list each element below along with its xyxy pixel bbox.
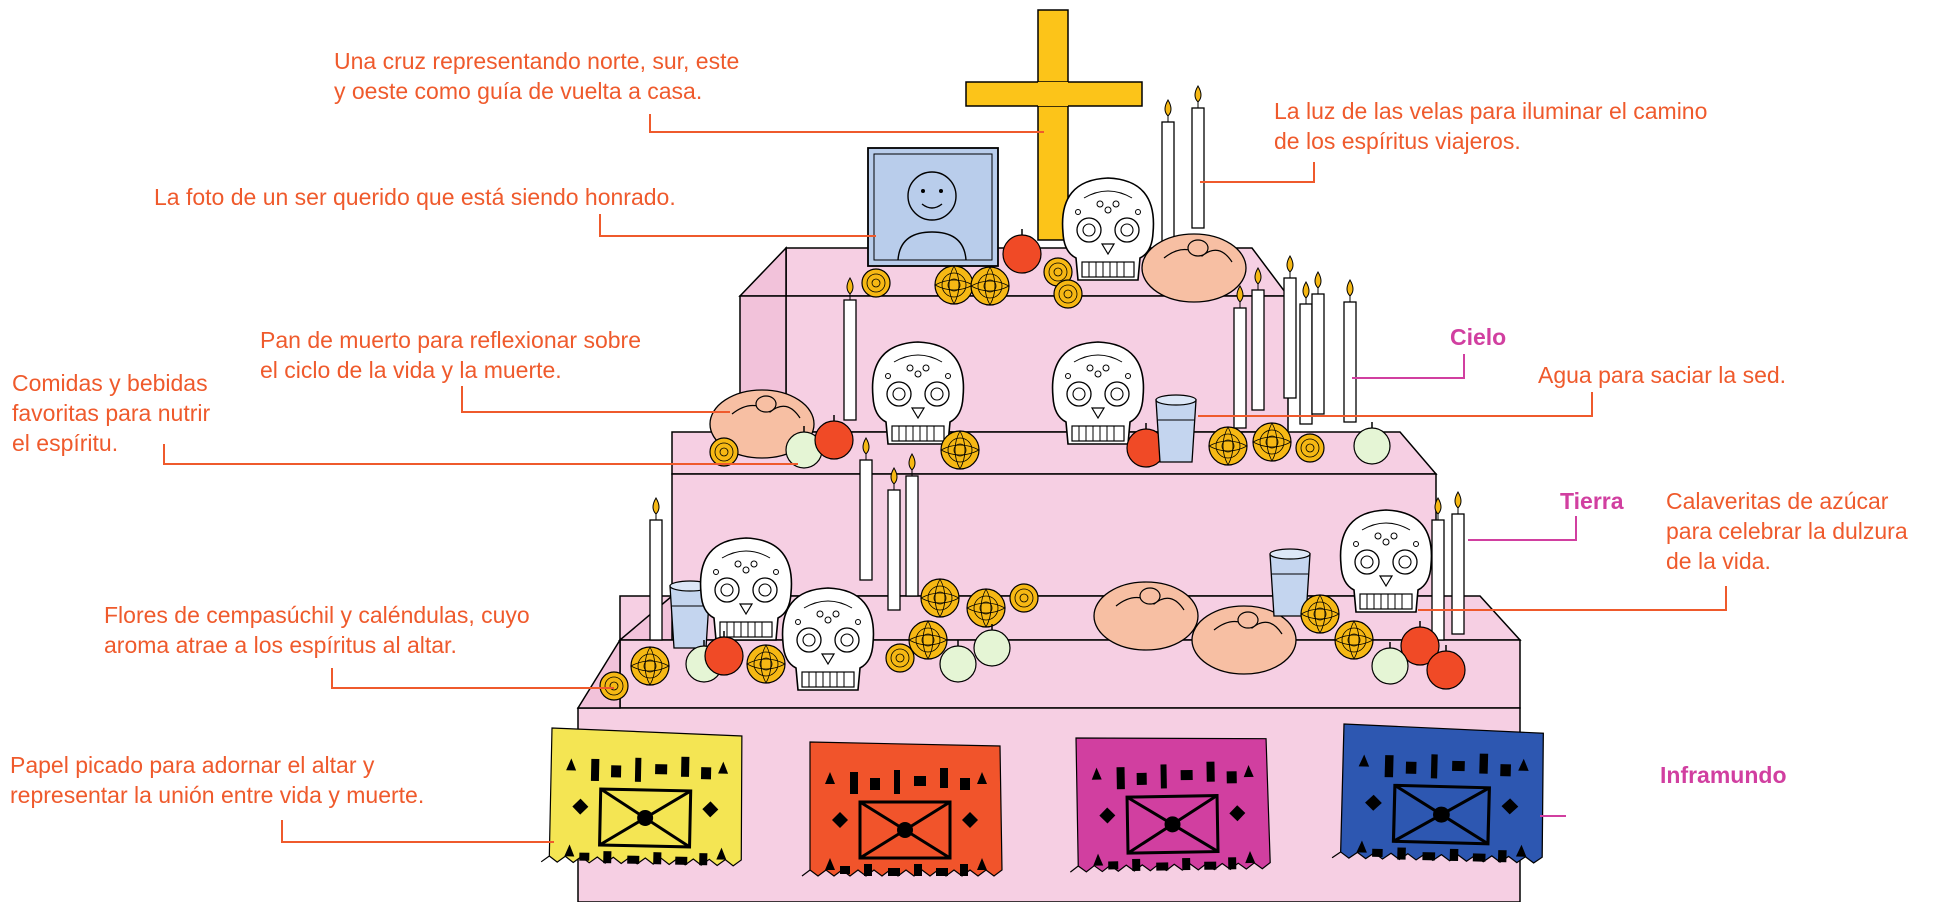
label-papel-line-2: representar la unión entre vida y muerte… [10,782,425,808]
label-flowers-line-1: Flores de cempasúchil y caléndulas, cuyo [104,602,530,628]
label-cross-line-1: Una cruz representando norte, sur, este [334,48,740,74]
label-candles: La luz de las velas para iluminar el cam… [1274,96,1707,156]
leader-lines [163,114,1727,843]
label-skulls: Calaveritas de azúcar para celebrar la d… [1666,486,1908,576]
label-bread: Pan de muerto para reflexionar sobre el … [260,325,641,385]
label-food-line-2: favoritas para nutrir [12,400,211,426]
label-food: Comidas y bebidas favoritas para nutrir … [12,368,210,458]
label-photo-line-1: La foto de un ser querido que está siend… [154,184,676,210]
cross [965,9,1143,241]
label-candles-line-1: La luz de las velas para iluminar el cam… [1274,98,1708,124]
label-water: Agua para saciar la sed. [1538,360,1786,390]
label-flowers-line-2: aroma atrae a los espíritus al altar. [104,632,457,658]
level-lines [1352,354,1577,817]
label-cross-line-2: y oeste como guía de vuelta a casa. [334,78,703,104]
label-cross: Una cruz representando norte, sur, este … [334,46,739,106]
label-skulls-line-2: para celebrar la dulzura [1666,518,1908,544]
level-tierra: Tierra [1560,488,1624,514]
label-skulls-line-1: Calaveritas de azúcar [1666,488,1889,514]
label-skulls-line-3: de la vida. [1666,548,1771,574]
label-bread-line-1: Pan de muerto para reflexionar sobre [260,327,641,353]
level-inframundo: Inframundo [1660,762,1787,788]
label-photo: La foto de un ser querido que está siend… [154,182,676,212]
label-bread-line-2: el ciclo de la vida y la muerte. [260,357,562,383]
label-flowers: Flores de cempasúchil y caléndulas, cuyo… [104,600,530,660]
label-papel-line-1: Papel picado para adornar el altar y [10,752,375,778]
level-cielo: Cielo [1450,324,1507,350]
label-food-line-1: Comidas y bebidas [12,370,208,396]
label-food-line-3: el espíritu. [12,430,119,456]
label-papel: Papel picado para adornar el altar y rep… [10,750,424,810]
label-candles-line-2: de los espíritus viajeros. [1274,128,1521,154]
photo-frame [867,147,999,267]
label-water-line-1: Agua para saciar la sed. [1538,362,1787,388]
